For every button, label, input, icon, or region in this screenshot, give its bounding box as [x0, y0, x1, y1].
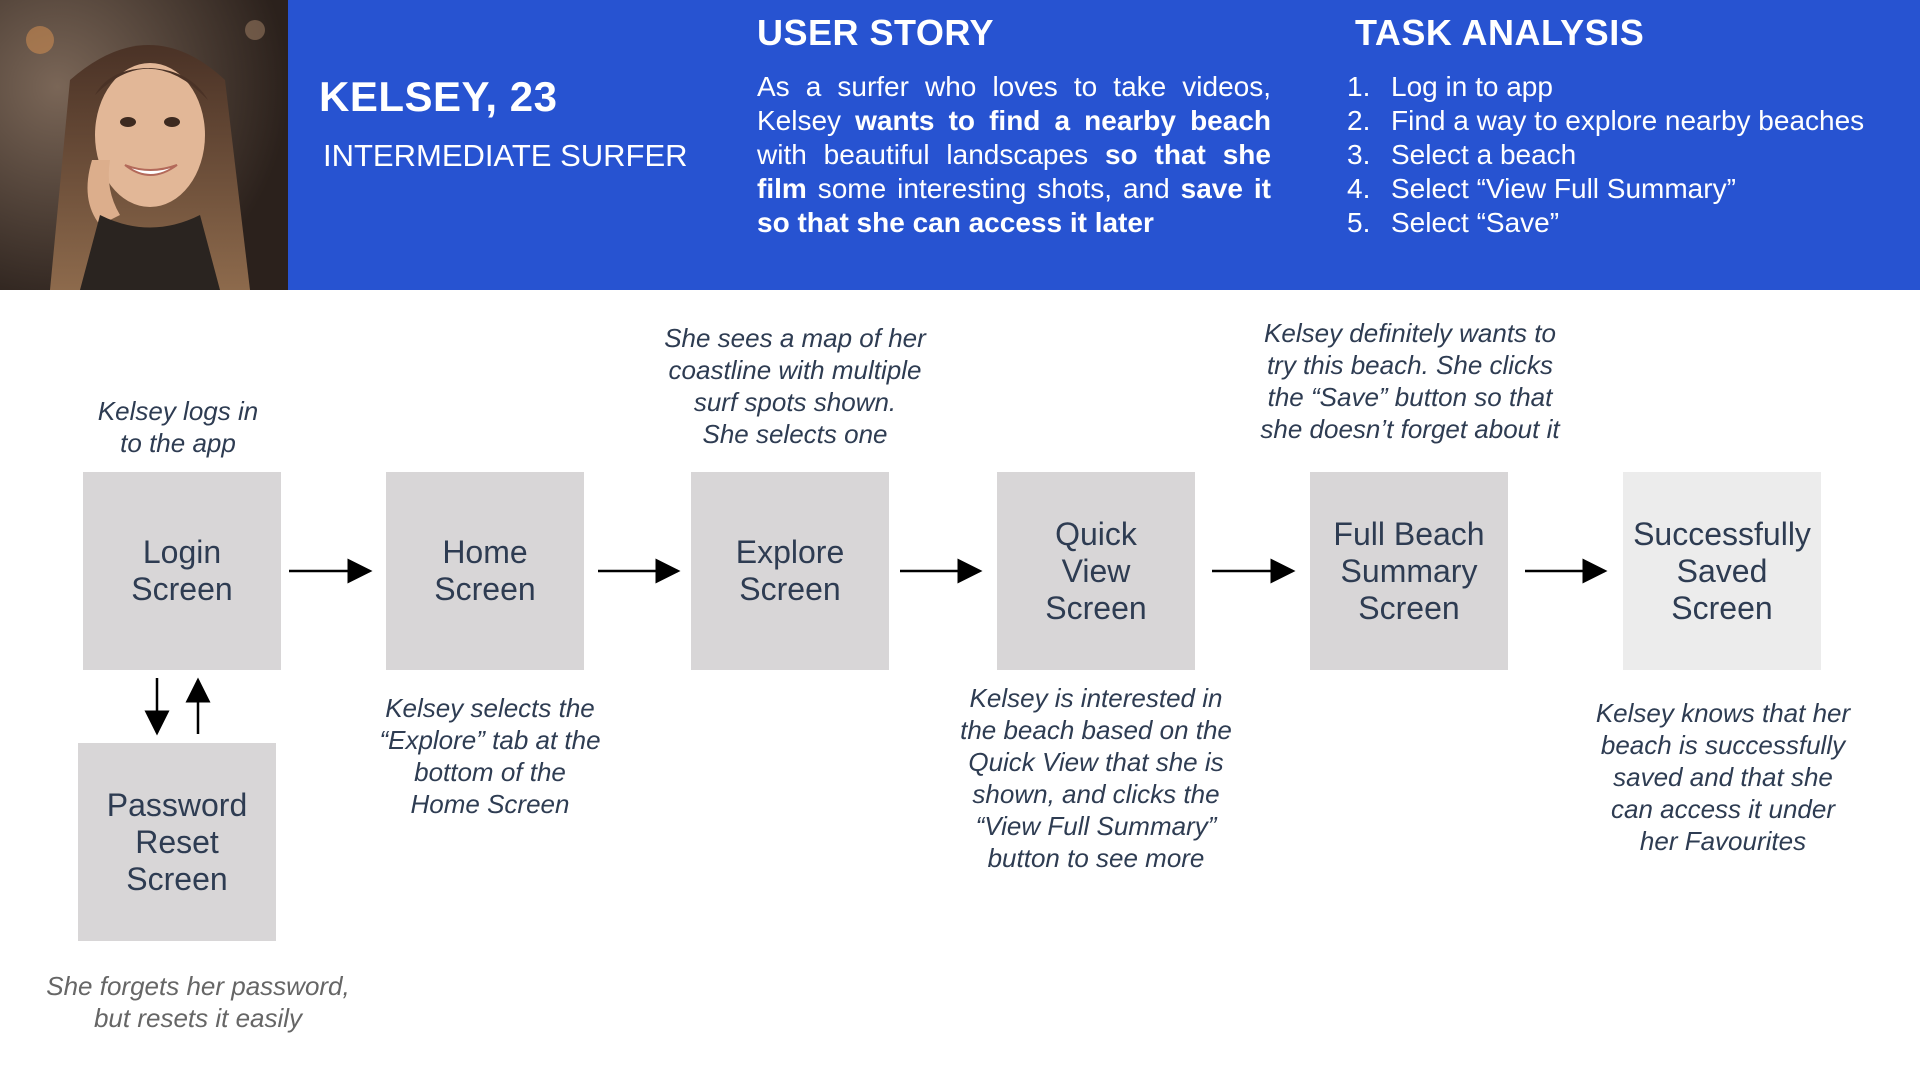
note-line: Kelsey definitely wants to [1264, 318, 1556, 348]
note-line: her Favourites [1639, 826, 1807, 856]
note-line: “View Full Summary” [975, 811, 1217, 841]
task-analysis-title: TASK ANALYSIS [1355, 12, 1645, 53]
task-number: 1. [1347, 71, 1371, 102]
task-analysis-list: 1. Log in to app 2. Find a way to explore n… [1347, 70, 1864, 240]
persona-header: KELSEY, 23 INTERMEDIATE SURFER USER STOR… [0, 0, 1920, 290]
screen-label-line: Login [142, 534, 222, 570]
note-line: to the app [120, 428, 236, 458]
task-text: Find a way to explore nearby beaches [1391, 105, 1865, 136]
task-item: 2. Find a way to explore nearby beaches [1347, 104, 1864, 138]
user-story-text: As a surfer who loves to take videos, Ke… [757, 70, 1271, 240]
note-line: “Explore” tab at the [379, 725, 601, 755]
screen-label-line: Full Beach [1333, 515, 1485, 552]
note-line: Kelsey is interested in [969, 683, 1223, 713]
task-text: Select “Save” [1391, 207, 1560, 238]
screen-label-line: Screen [739, 571, 841, 607]
note-line: Home Screen [410, 789, 570, 819]
screen-label-line: Saved [1676, 552, 1768, 589]
screen-label-line: Screen [1671, 589, 1773, 626]
user-story-segment: with beautiful landscapes [757, 139, 1105, 170]
screen-label-line: Screen [434, 571, 536, 607]
screen-label-line: Password [106, 786, 248, 823]
task-text: Log in to app [1391, 71, 1553, 102]
user-story-segment: wants to find a nearby beach [855, 105, 1271, 136]
user-story-segment: so that she film [757, 139, 1271, 204]
note-line: surf spots shown. [693, 387, 897, 417]
task-text: Select “View Full Summary” [1391, 173, 1736, 204]
task-item: 1. Log in to app [1347, 70, 1864, 104]
task-number: 5. [1347, 207, 1371, 238]
screen-label-line: Screen [1045, 589, 1147, 626]
note-line: shown, and clicks the [972, 779, 1220, 809]
task-number: 2. [1347, 105, 1371, 136]
screen-label-line: Successfully [1633, 515, 1811, 552]
task-text: Select a beach [1391, 139, 1577, 170]
user-story-segment: As a surfer who loves to take videos, Ke… [757, 71, 1271, 136]
persona-photo [0, 0, 288, 290]
note-line: coastline with multiple [668, 355, 922, 385]
screen-label-line: Screen [126, 860, 228, 897]
note-line: She selects one [702, 419, 888, 449]
note-line: beach is successfully [1600, 730, 1846, 760]
screen-label-line: Screen [1358, 589, 1460, 626]
task-item: 5. Select “Save” [1347, 206, 1864, 240]
screen-label-line: Explore [735, 534, 845, 570]
task-number: 4. [1347, 173, 1371, 204]
user-story-segment: some interesting shots, and [806, 173, 1181, 204]
note-line: Kelsey selects the [385, 693, 595, 723]
note-line: saved and that she [1613, 762, 1833, 792]
screen-label-line: View [1061, 552, 1131, 589]
note-line: bottom of the [414, 757, 566, 787]
screen-label-line: Quick [1055, 515, 1137, 552]
note-password-reset: She forgets her password,but resets it e… [28, 970, 368, 1034]
note-line: the “Save” button so that [1267, 382, 1553, 412]
screen-label-line: Home [442, 534, 528, 570]
note-line: button to see more [987, 843, 1205, 873]
note-line: She sees a map of her [664, 323, 926, 353]
note-line: Kelsey knows that her [1595, 698, 1851, 728]
note-line: she doesn’t forget about it [1260, 414, 1560, 444]
user-story-title: USER STORY [757, 12, 995, 53]
note-line: Quick View that she is [968, 747, 1224, 777]
persona-role: INTERMEDIATE SURFER [323, 138, 688, 173]
note-line: but resets it easily [93, 1003, 303, 1033]
note-line: try this beach. She clicks [1266, 350, 1554, 380]
note-line: can access it under [1610, 794, 1835, 824]
task-number: 3. [1347, 139, 1371, 170]
note-line: She forgets her password, [46, 971, 350, 1001]
note-line: Kelsey logs in [97, 396, 259, 426]
note-line: the beach based on the [960, 715, 1232, 745]
task-item: 4. Select “View Full Summary” [1347, 172, 1864, 206]
persona-name: KELSEY, 23 [319, 73, 558, 120]
screen-label-line: Reset [135, 823, 219, 860]
screen-label-line: Summary [1340, 552, 1478, 589]
task-item: 3. Select a beach [1347, 138, 1864, 172]
user-story-segment: save it so that she can access it later [757, 173, 1271, 238]
screen-label-line: Screen [131, 571, 233, 607]
